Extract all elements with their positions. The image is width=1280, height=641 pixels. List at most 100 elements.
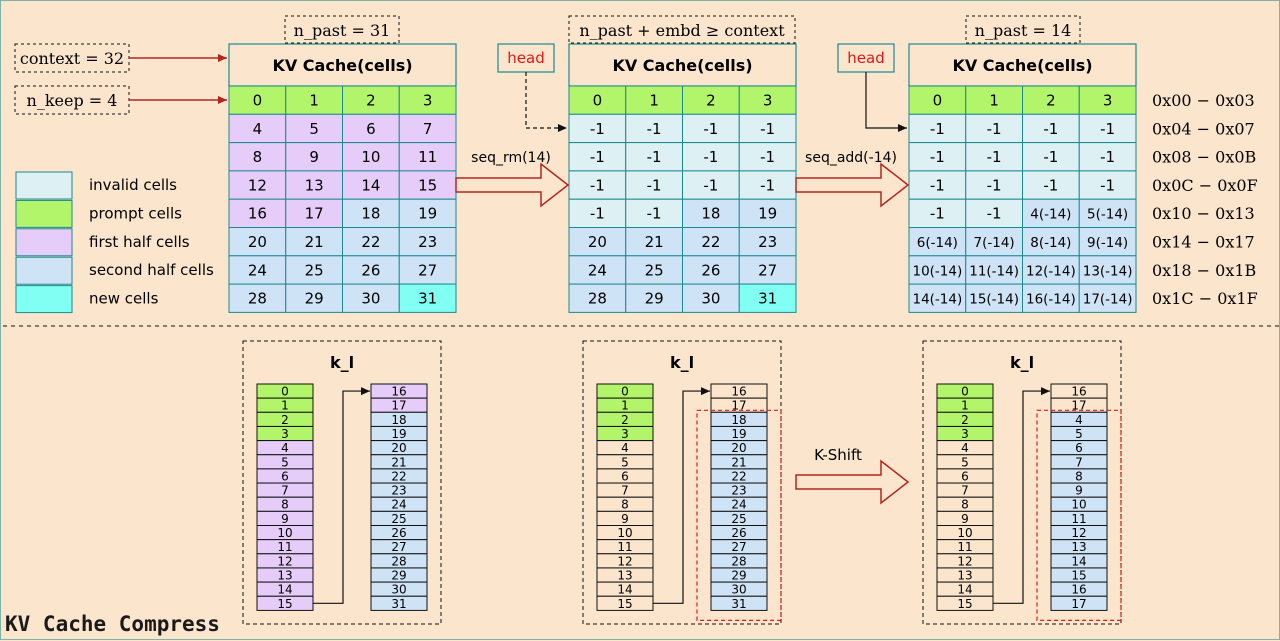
- k-list-value: 8: [621, 498, 629, 512]
- k-list-value: 31: [391, 597, 406, 611]
- k-list-cell: [370, 595, 428, 611]
- kv-cell-value: 10(-14): [912, 263, 962, 279]
- kv-cell-value: 8: [253, 148, 263, 166]
- k-list-value: 6: [961, 469, 969, 483]
- kv-cell-value: 23: [418, 233, 437, 251]
- kv-cell-value: 2: [1046, 92, 1056, 110]
- k-list-value: 13: [1071, 540, 1086, 554]
- kv-cell-value: -1: [647, 176, 662, 194]
- kv-cell-value: -1: [930, 176, 945, 194]
- kv-cell-value: 31: [418, 290, 437, 308]
- kv-cell: [228, 227, 287, 257]
- kv-cell: [568, 170, 627, 200]
- svg-text:head: head: [507, 49, 544, 67]
- head-box-1: head: [497, 43, 555, 73]
- k-list-value: 24: [391, 498, 406, 512]
- k-list-value: 4: [281, 441, 289, 455]
- kv-cell-value: 3: [763, 92, 773, 110]
- kv-cell: [228, 198, 287, 228]
- kv-cell-value: 25: [645, 261, 664, 279]
- k-list-value: 23: [391, 484, 406, 498]
- kv-cell-value: 12: [248, 176, 267, 194]
- kv-cell: [568, 85, 627, 115]
- k-list-value: 5: [281, 455, 289, 469]
- k-list-value: 13: [617, 568, 632, 582]
- k-list-value: 0: [281, 385, 289, 399]
- k-list-value: 22: [391, 469, 406, 483]
- legend-label: invalid cells: [89, 176, 177, 194]
- k-list-value: 6: [1075, 441, 1083, 455]
- address-label: 0x00 − 0x03: [1152, 91, 1255, 110]
- kv-cell-value: 27: [758, 261, 777, 279]
- k-list-value: 1: [961, 399, 969, 413]
- k-list-value: 17: [1071, 399, 1086, 413]
- k-list-value: 12: [957, 554, 972, 568]
- k-list-title: k_l: [670, 353, 694, 372]
- k-list-value: 17: [731, 399, 746, 413]
- kv-cell-value: 7(-14): [974, 235, 1015, 251]
- kv-cache-header: [228, 43, 457, 87]
- svg-text:n_past + embd ≥ context: n_past + embd ≥ context: [579, 21, 785, 40]
- kv-cell-value: 5: [309, 120, 319, 138]
- kv-cell: [625, 170, 683, 200]
- k-list-value: 14: [957, 583, 972, 597]
- kv-cell-value: 3: [423, 92, 433, 110]
- kv-cell-value: -1: [987, 176, 1002, 194]
- legend-swatch: [15, 256, 73, 285]
- k-list-title: k_l: [330, 353, 354, 372]
- kv-cell: [965, 227, 1023, 257]
- kv-cell-value: 4: [253, 120, 263, 138]
- k-list-value: 16: [1071, 385, 1086, 399]
- k-list-panel: k_l0123456789101112131415161745678910111…: [922, 340, 1122, 625]
- kv-cell: [965, 85, 1023, 115]
- kv-cell: [342, 170, 400, 200]
- kv-cell: [1022, 170, 1080, 200]
- kv-cell: [908, 255, 967, 285]
- kv-cell-value: 18: [361, 205, 380, 223]
- k-list-value: 31: [731, 597, 746, 611]
- head-arrow-2: [865, 72, 907, 132]
- k-list-value: 11: [1071, 512, 1086, 526]
- n-past-label-1: n_past = 31: [284, 15, 400, 44]
- kv-cell-value: 9: [309, 148, 319, 166]
- head-arrow-1: [525, 72, 567, 132]
- kv-cell-value: -1: [590, 120, 605, 138]
- kv-cell-value: 17(-14): [1083, 292, 1133, 308]
- k-shift-label: K-Shift: [814, 446, 862, 464]
- kv-cell-value: 25: [305, 261, 324, 279]
- k-list-value: 7: [281, 484, 289, 498]
- legend-item: new cells: [15, 285, 159, 314]
- n-keep-label-text: n_keep = 4: [27, 91, 118, 110]
- kv-cell: [398, 142, 457, 172]
- k-list-value: 19: [731, 427, 746, 441]
- address-label: 0x14 − 0x17: [1152, 233, 1255, 252]
- svg-text:n_past = 31: n_past = 31: [294, 21, 391, 40]
- address-label: 0x08 − 0x0B: [1152, 148, 1256, 167]
- k-list-value: 10: [617, 526, 632, 540]
- n-past-label-2: n_past + embd ≥ context: [568, 15, 796, 44]
- k-list-value: 11: [277, 540, 292, 554]
- kv-cell-value: -1: [987, 148, 1002, 166]
- k-list-value: 26: [391, 526, 406, 540]
- kv-cell: [342, 255, 400, 285]
- k-list-value: 30: [391, 583, 406, 597]
- k-list-value: 27: [731, 540, 746, 554]
- kv-cell-value: -1: [647, 205, 662, 223]
- k-list-value: 3: [961, 427, 969, 441]
- kv-cell-value: 21: [645, 233, 664, 251]
- k-list-value: 2: [961, 413, 969, 427]
- kv-cell: [1022, 198, 1080, 228]
- legend-swatch: [15, 171, 73, 200]
- k-list-value: 20: [391, 441, 406, 455]
- legend-item: prompt cells: [15, 199, 182, 228]
- kv-cell-value: 2: [706, 92, 716, 110]
- kv-cell-value: -1: [703, 176, 718, 194]
- k-list-value: 12: [617, 554, 632, 568]
- k-list-value: 23: [731, 484, 746, 498]
- address-label: 0x0C − 0x0F: [1152, 176, 1258, 195]
- kv-cell: [398, 170, 457, 200]
